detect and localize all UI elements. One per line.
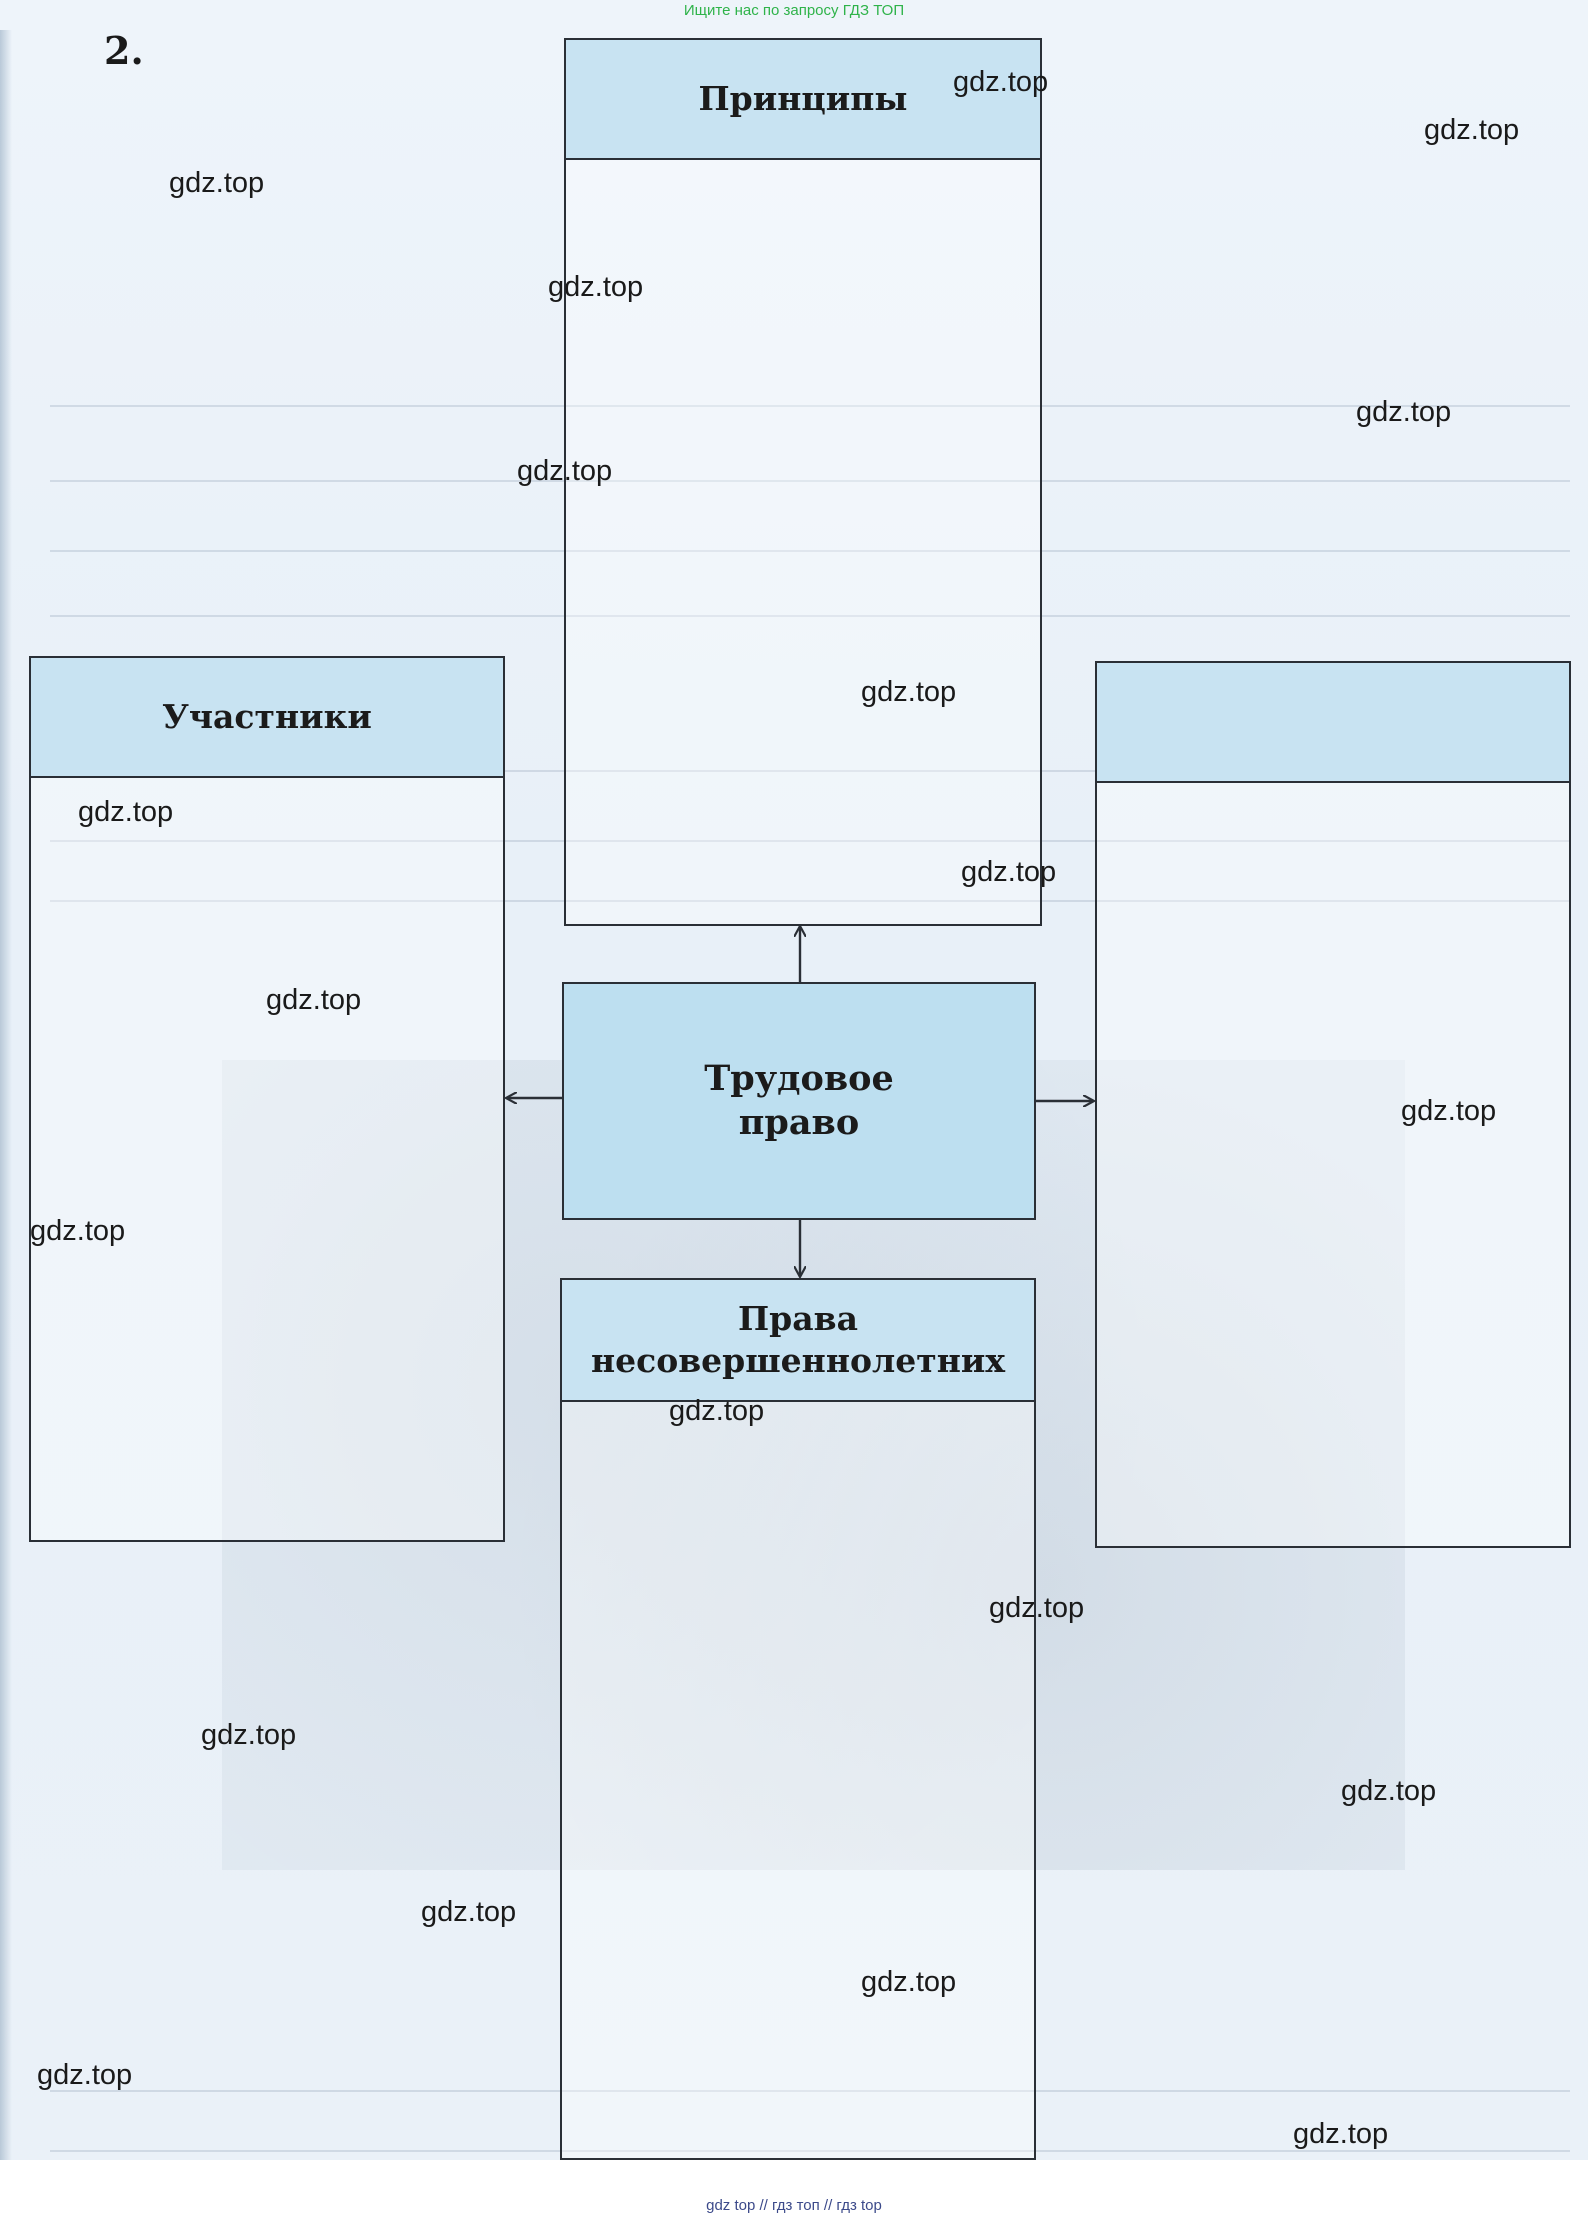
watermark: gdz.top (201, 1719, 297, 1751)
bottom-banner[interactable]: gdz top // гдз топ // гдз top (706, 2197, 882, 2214)
watermark: gdz.top (861, 676, 957, 708)
watermark: gdz.top (989, 1592, 1085, 1624)
top-banner[interactable]: Ищите нас по запросу ГДЗ ТОП (683, 2, 905, 19)
watermark: gdz.top (1356, 396, 1452, 428)
watermark: gdz.top (30, 1215, 126, 1247)
participants-box[interactable]: Участники (29, 656, 505, 1542)
participants-header: Участники (31, 658, 503, 778)
watermark: gdz.top (953, 66, 1049, 98)
page-bottom-margin (0, 2160, 1588, 2221)
labor-law-center-box: Трудовое право (562, 982, 1036, 1220)
page-spine-shadow (0, 30, 12, 2190)
watermark: gdz.top (669, 1395, 765, 1427)
bleed-through-line (50, 615, 1570, 617)
watermark: gdz.top (169, 167, 265, 199)
bleed-through-line (50, 900, 1570, 902)
right-empty-box[interactable] (1095, 661, 1571, 1548)
minors-rights-header: Права несовершеннолетних (562, 1280, 1034, 1402)
bleed-through-line (50, 840, 1570, 842)
watermark: gdz.top (37, 2059, 133, 2091)
bleed-through-line (50, 2150, 1570, 2152)
watermark: gdz.top (1401, 1095, 1497, 1127)
bleed-through-photo (222, 1060, 1405, 1870)
watermark: gdz.top (548, 271, 644, 303)
principles-box[interactable]: Принципы (564, 38, 1042, 926)
watermark: gdz.top (1341, 1775, 1437, 1807)
watermark: gdz.top (266, 984, 362, 1016)
bleed-through-line (50, 480, 1570, 482)
task-number: 2. (104, 28, 144, 73)
bleed-through-line (50, 770, 1570, 772)
right-empty-header[interactable] (1097, 663, 1569, 783)
watermark: gdz.top (78, 796, 174, 828)
bleed-through-line (50, 2090, 1570, 2092)
minors-rights-box[interactable]: Права несовершеннолетних (560, 1278, 1036, 2160)
bleed-through-line (50, 405, 1570, 407)
watermark: gdz.top (861, 1966, 957, 1998)
principles-header: Принципы (566, 40, 1040, 160)
watermark: gdz.top (517, 455, 613, 487)
watermark: gdz.top (421, 1896, 517, 1928)
watermark: gdz.top (961, 856, 1057, 888)
bleed-through-line (50, 550, 1570, 552)
watermark: gdz.top (1424, 114, 1520, 146)
watermark: gdz.top (1293, 2118, 1389, 2150)
